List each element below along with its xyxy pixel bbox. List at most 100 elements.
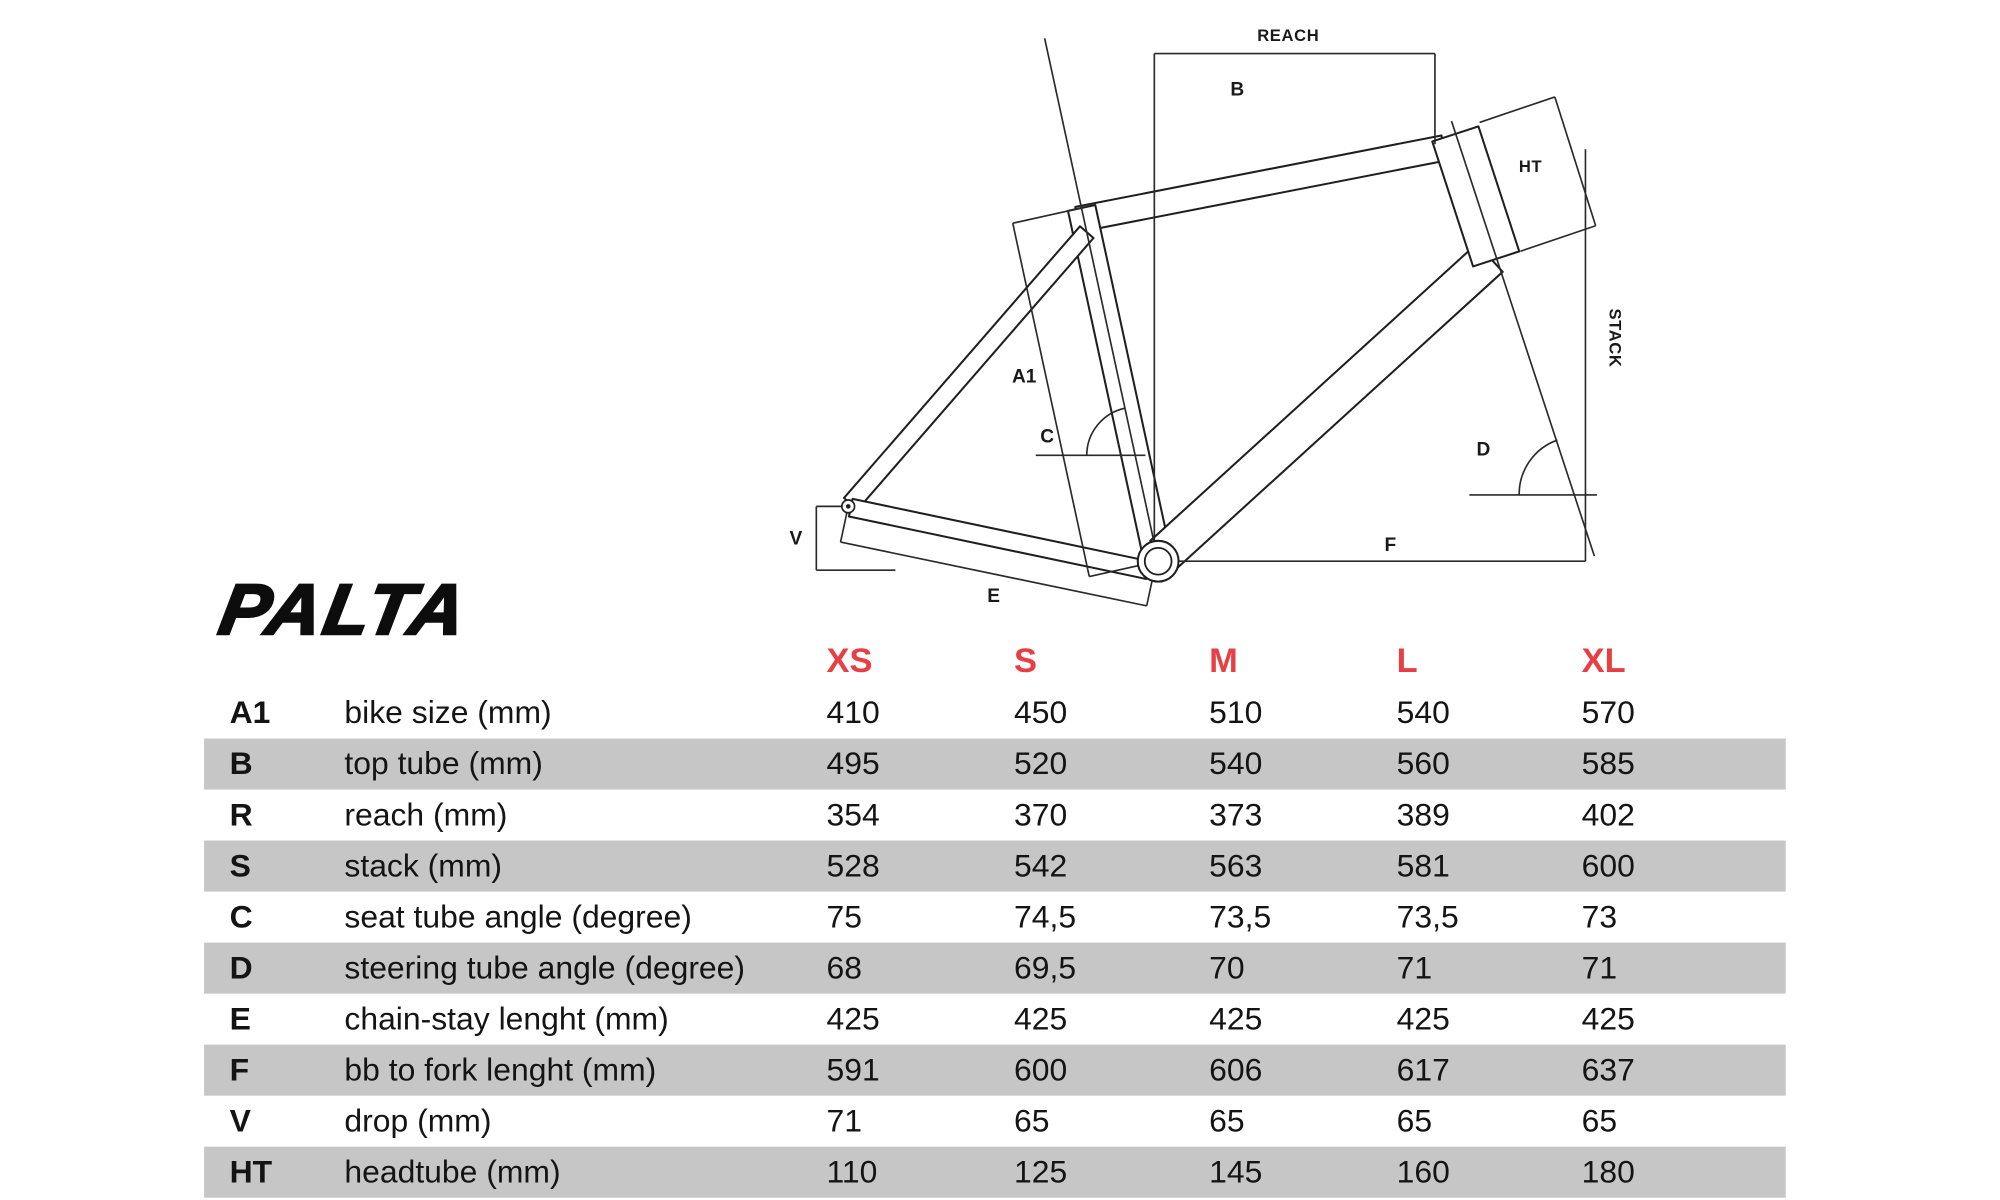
table-row: C seat tube angle (degree) 75 74,5 73,5 … (204, 892, 1786, 943)
label-v: V (790, 529, 803, 550)
cell-value-l: 540 (1396, 694, 1450, 731)
cell-value-xl: 73 (1581, 898, 1618, 935)
cell-value-xs: 425 (826, 1000, 880, 1037)
cell-value-s: 69,5 (1014, 949, 1077, 986)
cell-value-s: 74,5 (1014, 898, 1077, 935)
reach-measure-line (1154, 54, 1435, 562)
cell-value-l: 581 (1396, 847, 1450, 884)
row-code: D (229, 949, 253, 986)
size-header-m: M (1209, 640, 1238, 680)
cell-value-xl: 71 (1581, 949, 1618, 986)
size-header-xs: XS (826, 640, 873, 680)
cell-value-m: 606 (1209, 1051, 1263, 1088)
row-label: steering tube angle (degree) (344, 949, 746, 986)
cell-value-s: 542 (1014, 847, 1068, 884)
cell-value-l: 160 (1396, 1153, 1450, 1190)
table-row: S stack (mm) 528 542 563 581 600 (204, 840, 1786, 892)
cell-value-l: 65 (1396, 1102, 1433, 1139)
table-row: D steering tube angle (degree) 68 69,5 7… (204, 942, 1786, 994)
cell-value-l: 389 (1396, 796, 1450, 833)
steering-angle-arc (1519, 440, 1557, 495)
table-row: A1 bike size (mm) 410 450 510 540 570 (204, 687, 1786, 738)
cell-value-m: 373 (1209, 796, 1263, 833)
row-label: seat tube angle (degree) (344, 898, 692, 935)
seat-angle-arc (1087, 408, 1125, 455)
label-c: C (1040, 427, 1054, 448)
row-label: chain-stay lenght (mm) (344, 1000, 669, 1037)
cell-value-xs: 528 (826, 847, 880, 884)
row-code: V (229, 1102, 251, 1139)
row-code: B (229, 745, 253, 782)
cell-value-xs: 68 (826, 949, 863, 986)
cell-value-xs: 110 (826, 1153, 878, 1190)
cell-value-s: 65 (1014, 1102, 1050, 1139)
cell-value-m: 425 (1209, 1000, 1263, 1037)
cell-value-xl: 180 (1581, 1153, 1635, 1190)
cell-value-xs: 71 (826, 1102, 863, 1139)
size-header-l: L (1396, 640, 1418, 680)
cell-value-m: 73,5 (1209, 898, 1272, 935)
table-row: B top tube (mm) 495 520 540 560 585 (204, 738, 1786, 790)
table-row: F bb to fork lenght (mm) 591 600 606 617… (204, 1044, 1786, 1096)
table-row: E chain-stay lenght (mm) 425 425 425 425… (204, 994, 1786, 1045)
row-label: headtube (mm) (344, 1153, 561, 1190)
bottom-bracket-inner (1145, 548, 1172, 575)
cell-value-l: 73,5 (1396, 898, 1459, 935)
cell-value-xl: 65 (1581, 1102, 1618, 1139)
row-code: F (229, 1051, 250, 1088)
chain-stay (849, 499, 1150, 579)
cell-value-xs: 591 (826, 1051, 880, 1088)
seat-tube-axis-line (1045, 38, 1159, 561)
cell-value-xs: 75 (826, 898, 863, 935)
size-header-xl: XL (1581, 640, 1626, 680)
cell-value-xl: 402 (1581, 796, 1635, 833)
size-header-row: XS S M L XL (204, 634, 1786, 688)
cell-value-m: 540 (1209, 745, 1263, 782)
cell-value-s: 125 (1014, 1153, 1068, 1190)
table-row: R reach (mm) 354 370 373 389 402 (204, 790, 1786, 841)
label-f: F (1384, 535, 1396, 556)
cell-value-m: 510 (1209, 694, 1263, 731)
headtube-measure-band (1480, 97, 1596, 251)
row-label: top tube (mm) (344, 745, 543, 782)
row-label: bike size (mm) (344, 694, 552, 731)
seat-stay (844, 226, 1093, 509)
row-code: E (229, 1000, 251, 1037)
cell-value-l: 425 (1396, 1000, 1450, 1037)
cell-value-l: 71 (1396, 949, 1433, 986)
top-tube (1075, 135, 1446, 231)
row-label: reach (mm) (344, 796, 508, 833)
cell-value-m: 145 (1209, 1153, 1263, 1190)
cell-value-s: 450 (1014, 694, 1068, 731)
cell-value-s: 370 (1014, 796, 1068, 833)
cell-value-l: 560 (1396, 745, 1450, 782)
row-code: A1 (229, 694, 271, 731)
row-label: bb to fork lenght (mm) (344, 1051, 657, 1088)
row-code: S (229, 847, 251, 884)
cell-value-m: 65 (1209, 1102, 1245, 1139)
cell-value-xl: 425 (1581, 1000, 1635, 1037)
down-tube (1150, 243, 1502, 569)
cell-value-xs: 495 (826, 745, 880, 782)
label-e: E (987, 586, 1000, 607)
cell-value-s: 520 (1014, 745, 1068, 782)
cell-value-m: 563 (1209, 847, 1263, 884)
row-code: R (229, 796, 253, 833)
stack-measure-line (1154, 149, 1585, 561)
label-a1: A1 (1012, 367, 1037, 388)
table-row: HT headtube (mm) 110 125 145 160 180 (204, 1146, 1786, 1198)
cell-value-l: 617 (1396, 1051, 1450, 1088)
cell-value-xl: 585 (1581, 745, 1635, 782)
table-row: V drop (mm) 71 65 65 65 65 (204, 1096, 1786, 1147)
cell-value-s: 600 (1014, 1051, 1068, 1088)
label-b: B (1230, 80, 1244, 101)
cell-value-xl: 570 (1581, 694, 1635, 731)
cell-value-s: 425 (1014, 1000, 1068, 1037)
label-ht: HT (1519, 157, 1542, 176)
label-stack: STACK (1606, 308, 1625, 367)
cell-value-xs: 410 (826, 694, 880, 731)
size-header-s: S (1014, 640, 1038, 680)
cell-value-xs: 354 (826, 796, 880, 833)
rear-dropout-dot (845, 504, 851, 509)
